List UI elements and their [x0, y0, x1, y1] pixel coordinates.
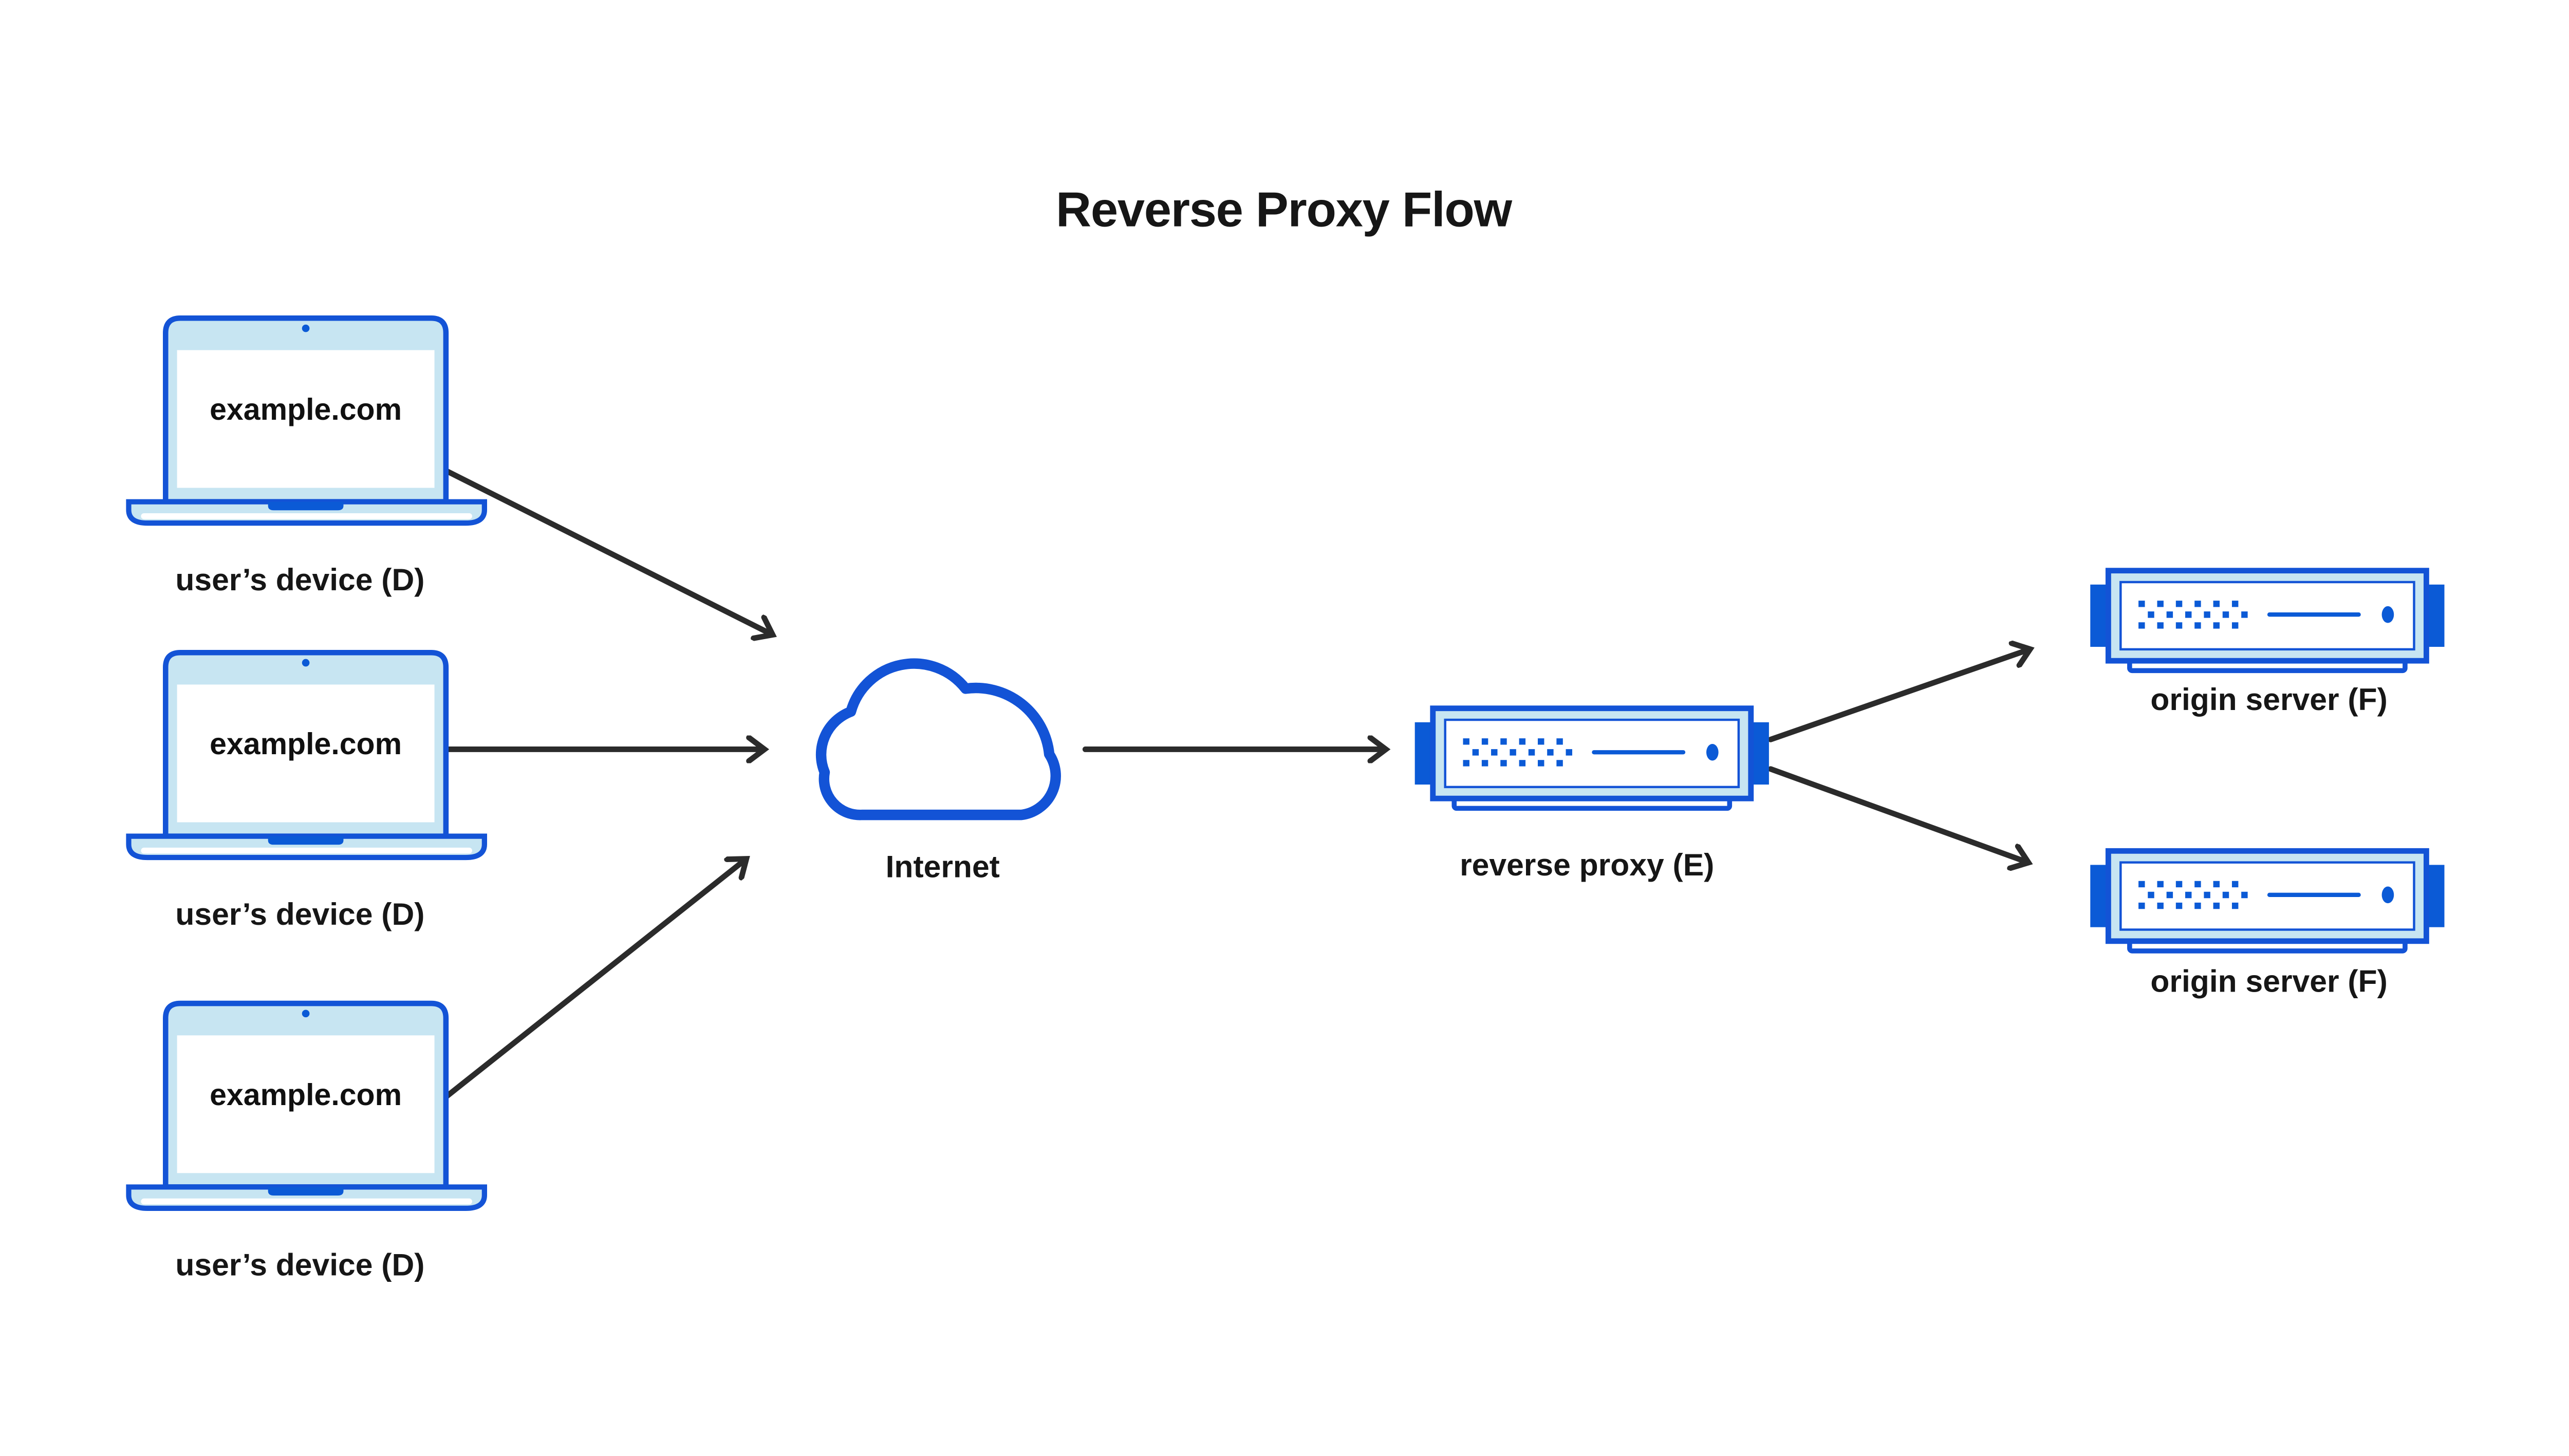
arrow-device3-to-internet: [435, 859, 746, 1107]
arrow-device1-to-internet: [443, 468, 772, 634]
node-user-device-3: example.com user’s device (D): [128, 1003, 484, 1282]
arrow-proxy-to-origin2: [1767, 766, 2028, 863]
rack-server-icon: [2090, 571, 2444, 671]
arrow-proxy-to-origin1: [1767, 649, 2030, 742]
origin-server2-label: origin server (F): [2150, 964, 2387, 999]
internet-label: Internet: [886, 849, 1000, 884]
node-internet: Internet: [821, 664, 1056, 884]
node-reverse-proxy: reverse proxy (E): [1415, 708, 1769, 882]
rack-server-icon: [2090, 851, 2444, 951]
device1-label: user’s device (D): [175, 562, 424, 597]
node-origin-server-1: origin server (F): [2090, 571, 2444, 717]
node-user-device-2: example.com user’s device (D): [128, 652, 484, 931]
node-user-device-1: example.com user’s device (D): [128, 318, 484, 597]
internet-cloud-icon: [821, 664, 1056, 815]
device2-screen-text: example.com: [210, 727, 402, 761]
device3-screen-text: example.com: [210, 1078, 402, 1112]
rack-server-icon: [1415, 708, 1769, 809]
device2-label: user’s device (D): [175, 897, 424, 931]
diagram-title: Reverse Proxy Flow: [1056, 182, 1513, 237]
node-origin-server-2: origin server (F): [2090, 851, 2444, 999]
reverse-proxy-label: reverse proxy (E): [1460, 847, 1714, 882]
device1-screen-text: example.com: [210, 393, 402, 426]
origin-server1-label: origin server (F): [2150, 682, 2387, 717]
device3-label: user’s device (D): [175, 1247, 424, 1282]
